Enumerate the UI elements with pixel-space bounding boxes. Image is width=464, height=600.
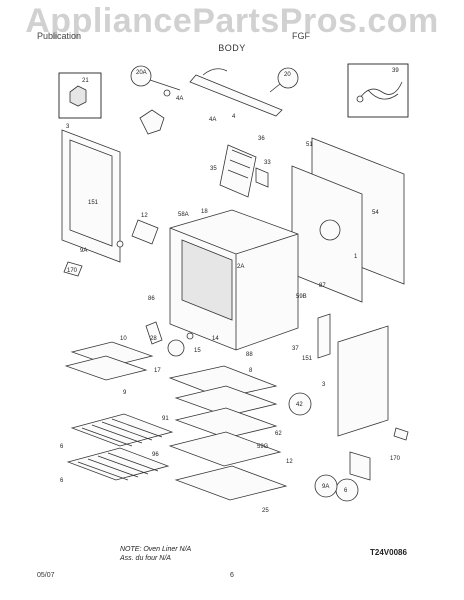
callout-4a: 4A xyxy=(176,96,183,102)
callout-59b: 59B xyxy=(296,294,307,300)
callout-51: 51 xyxy=(306,142,313,148)
part-21 xyxy=(69,85,87,107)
bubble-20a xyxy=(130,65,152,87)
diagram-code: T24V0086 xyxy=(370,548,407,557)
bubble-42 xyxy=(288,392,312,416)
header-left-text: Publication xyxy=(37,31,82,41)
callout-151: 151 xyxy=(88,200,99,206)
oven-cavity xyxy=(181,239,233,321)
part-door-right xyxy=(337,325,389,437)
rack-upper-wires xyxy=(81,418,163,447)
callout-6-lower: 6 xyxy=(60,478,64,484)
callout-86: 86 xyxy=(148,296,155,302)
callout-4: 4 xyxy=(232,114,236,120)
part-151-strip xyxy=(317,313,331,359)
part-15 xyxy=(167,339,185,357)
callout-36: 36 xyxy=(258,136,265,142)
part-6-hinge xyxy=(349,451,371,481)
part-9-broiler-pan xyxy=(64,355,148,381)
note-line-2: Ass. du four N/A xyxy=(120,555,171,562)
footer-date: 05/07 xyxy=(37,572,55,579)
callout-35: 35 xyxy=(210,166,217,172)
callout-96: 96 xyxy=(152,452,159,458)
callout-8: 8 xyxy=(249,368,253,374)
callout-3-right: 3 xyxy=(322,382,326,388)
callout-21: 21 xyxy=(82,78,89,84)
callout-14: 14 xyxy=(212,336,219,342)
callout-20: 20 xyxy=(284,72,291,78)
part-170-leveler xyxy=(63,261,83,277)
rack-lower-wires xyxy=(77,452,159,481)
part-170-leveler-right xyxy=(393,427,409,441)
callout-62: 62 xyxy=(275,431,282,437)
part-39-wire-2 xyxy=(367,89,399,100)
duct-lines xyxy=(227,149,253,179)
watermark-logo: AppliancePartsPros.com xyxy=(25,2,439,40)
part-4-trim xyxy=(189,74,283,117)
bubble-20 xyxy=(277,67,299,89)
callout-91: 91 xyxy=(162,416,169,422)
callout-58a: 58A xyxy=(178,212,189,218)
panel-inner-line xyxy=(69,139,113,247)
callout-9a: 9A xyxy=(80,248,87,254)
callout-88: 88 xyxy=(246,352,253,358)
frame-edges xyxy=(169,227,299,350)
callout-42: 42 xyxy=(296,402,303,408)
part-62-tray xyxy=(174,407,278,439)
callout-151-right: 151 xyxy=(302,356,313,362)
inset-box-39 xyxy=(347,63,409,118)
callout-17: 17 xyxy=(154,368,161,374)
callout-25: 25 xyxy=(262,508,269,514)
leader-4 xyxy=(202,68,228,76)
callout-9: 9 xyxy=(123,390,127,396)
callout-6-upper: 6 xyxy=(60,444,64,450)
callout-1: 1 xyxy=(354,254,358,260)
callout-10: 10 xyxy=(120,336,127,342)
callout-170-right: 170 xyxy=(390,456,401,462)
callout-12: 12 xyxy=(141,213,148,219)
bubble-9a-hinge xyxy=(314,474,338,498)
callout-9a-right: 9A xyxy=(322,484,329,490)
leaders-20 xyxy=(149,79,281,93)
part-33 xyxy=(255,167,269,188)
header-right-text: FGF xyxy=(292,31,310,41)
part-91-baffle xyxy=(174,385,278,417)
callout-28: 28 xyxy=(150,336,157,342)
rear-cutout xyxy=(319,219,341,241)
callout-3: 3 xyxy=(66,124,70,130)
callout-2a: 2A xyxy=(237,264,244,270)
footer-page-number: 6 xyxy=(230,572,234,579)
part-39-connector xyxy=(356,95,364,103)
callout-15: 15 xyxy=(194,348,201,354)
callout-37: 37 xyxy=(292,346,299,352)
callout-6-right: 6 xyxy=(344,488,348,494)
part-1-body-frame xyxy=(169,209,299,351)
callout-170: 170 xyxy=(67,268,78,274)
part-28 xyxy=(145,321,163,345)
callout-20a: 20A xyxy=(136,70,147,76)
callout-12-lower: 12 xyxy=(286,459,293,465)
note-line-1: NOTE: Oven Liner N/A xyxy=(120,546,192,553)
part-39-wire xyxy=(359,81,403,99)
part-96-drawer-frame xyxy=(168,431,282,467)
callout-33: 33 xyxy=(264,160,271,166)
callout-59g: 59G xyxy=(257,444,269,450)
part-14 xyxy=(186,332,194,340)
part-25-drawer-bottom xyxy=(174,465,288,501)
part-36-duct xyxy=(219,144,257,198)
part-3-side-panel-left xyxy=(61,129,121,263)
callout-18: 18 xyxy=(201,209,208,215)
callout-4a-2: 4A xyxy=(209,117,216,123)
part-4a-bracket xyxy=(139,109,165,135)
oven-liner-note: NOTE: Oven Liner N/A Ass. du four N/A xyxy=(120,545,191,563)
callout-54: 54 xyxy=(372,210,379,216)
inset-box-21 xyxy=(58,72,102,119)
part-4a-screw xyxy=(163,89,171,97)
callout-39: 39 xyxy=(392,68,399,74)
part-12-bracket xyxy=(131,219,159,245)
part-9a-screw xyxy=(116,240,124,248)
callout-87: 87 xyxy=(319,283,326,289)
section-title: BODY xyxy=(218,43,246,53)
